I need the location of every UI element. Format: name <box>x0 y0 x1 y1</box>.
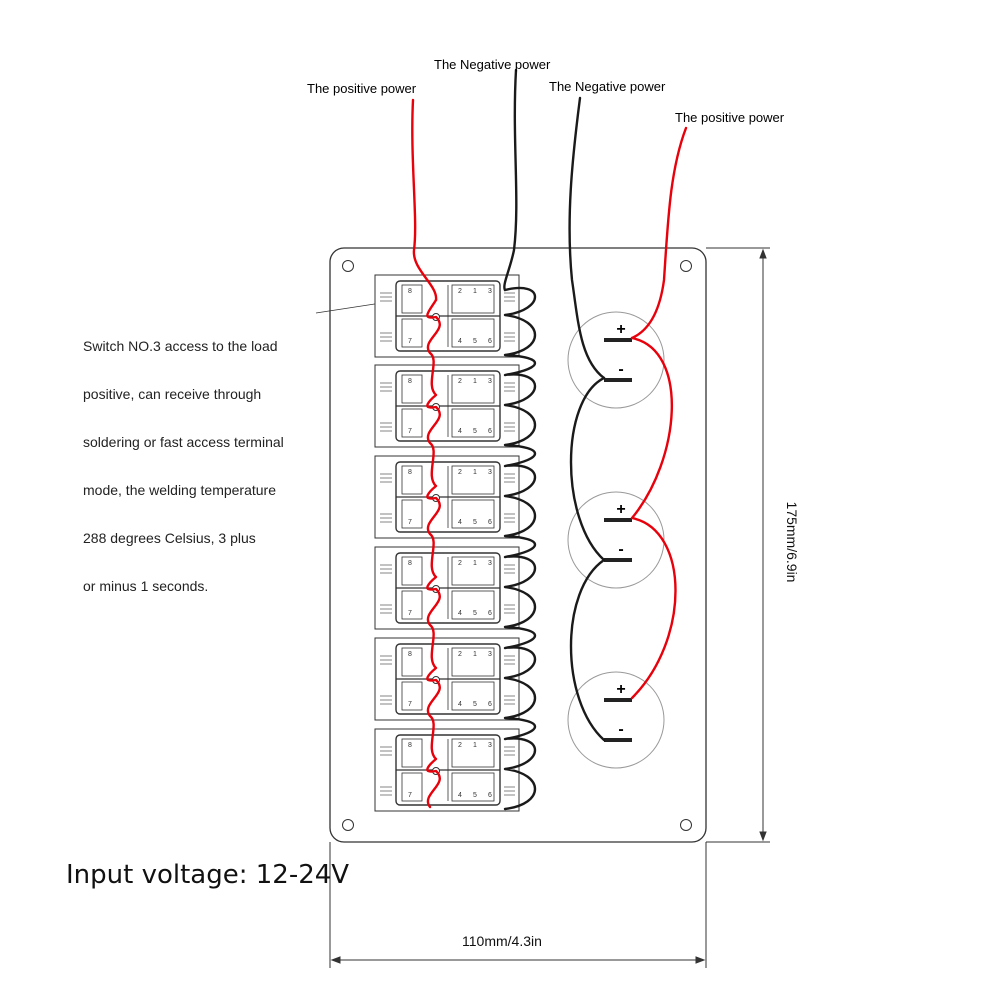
pin-label: 2 <box>458 560 462 567</box>
pin-label: 6 <box>488 338 492 345</box>
pin-label: 1 <box>473 378 477 385</box>
pin-label: 5 <box>473 338 477 345</box>
note-line: positive, can receive through <box>83 386 262 402</box>
plus-terminal-label: + <box>616 321 625 338</box>
positive-chain-switches <box>426 298 441 809</box>
pin-label: 4 <box>458 610 462 617</box>
pin-label: 2 <box>458 651 462 658</box>
minus-terminal-label: - <box>618 721 623 738</box>
pin-label: 6 <box>488 610 492 617</box>
pin-label: 7 <box>408 610 412 617</box>
plus-terminal-label: + <box>616 501 625 518</box>
label-positive-power-right: The positive power <box>675 110 785 125</box>
pin-label: 3 <box>488 469 492 476</box>
note-line: mode, the welding temperature <box>83 482 276 498</box>
pin-label: 3 <box>488 651 492 658</box>
mount-hole <box>342 260 354 272</box>
pin-label: 2 <box>458 469 462 476</box>
positive-chain-sockets <box>630 336 677 700</box>
pin-label: 7 <box>408 338 412 345</box>
pin-label: 8 <box>408 651 412 658</box>
pin-label: 8 <box>408 469 412 476</box>
pin-label: 3 <box>488 288 492 295</box>
label-negative-power-left: The Negative power <box>434 57 551 72</box>
pin-label: 3 <box>488 742 492 749</box>
pin-label: 1 <box>473 560 477 567</box>
mount-hole <box>680 819 692 831</box>
rocker-switch: 8 2 1 3 7 4 5 6 <box>374 274 520 358</box>
pin-label: 1 <box>473 742 477 749</box>
rocker-switch: 8 2 1 3 7 4 5 6 <box>374 364 520 448</box>
pin-label: 4 <box>458 701 462 708</box>
pin-label: 8 <box>408 378 412 385</box>
positive-wire-right <box>630 126 688 340</box>
pin-label: 1 <box>473 469 477 476</box>
switch-note: Switch NO.3 access to the load positive,… <box>83 306 284 610</box>
plus-terminal-label: + <box>616 681 625 698</box>
pin-label: 7 <box>408 792 412 799</box>
pin-label: 6 <box>488 792 492 799</box>
pin-label: 6 <box>488 519 492 526</box>
pin-label: 1 <box>473 288 477 295</box>
pin-label: 1 <box>473 651 477 658</box>
note-line: Switch NO.3 access to the load <box>83 338 278 354</box>
pin-label: 5 <box>473 610 477 617</box>
note-line: soldering or fast access terminal <box>83 434 284 450</box>
height-dimension-label: 175mm/6.9in <box>784 501 800 583</box>
negative-chain-switches <box>503 286 537 811</box>
pin-label: 7 <box>408 428 412 435</box>
width-dimension-label: 110mm/4.3in <box>462 933 542 949</box>
power-socket: +- <box>567 671 665 769</box>
pin-label: 5 <box>473 519 477 526</box>
rocker-switch: 8 2 1 3 7 4 5 6 <box>374 637 520 721</box>
minus-terminal-label: - <box>618 541 623 558</box>
pin-label: 5 <box>473 792 477 799</box>
pin-label: 5 <box>473 428 477 435</box>
pin-label: 4 <box>458 428 462 435</box>
label-negative-power-right: The Negative power <box>549 79 666 94</box>
input-voltage-label: Input voltage: 12-24V <box>66 860 350 890</box>
mount-hole <box>342 819 354 831</box>
positive-wire-left <box>411 98 438 302</box>
rocker-switch: 8 2 1 3 7 4 5 6 <box>374 455 520 539</box>
pin-label: 2 <box>458 288 462 295</box>
pin-label: 4 <box>458 792 462 799</box>
negative-chain-sockets <box>569 376 606 742</box>
pin-label: 2 <box>458 378 462 385</box>
pin-label: 7 <box>408 519 412 526</box>
pin-label: 6 <box>488 428 492 435</box>
label-positive-power-left: The positive power <box>307 81 417 96</box>
pin-label: 8 <box>408 560 412 567</box>
minus-terminal-label: - <box>618 361 623 378</box>
note-line: or minus 1 seconds. <box>83 578 209 594</box>
pin-label: 3 <box>488 378 492 385</box>
power-socket: +- <box>567 311 665 409</box>
dimension-lines <box>329 247 770 968</box>
rocker-switch: 8 2 1 3 7 4 5 6 <box>374 546 520 630</box>
pin-label: 3 <box>488 560 492 567</box>
note-line: 288 degrees Celsius, 3 plus <box>83 530 256 546</box>
mount-hole <box>680 260 692 272</box>
negative-wire-left <box>503 68 518 292</box>
pin-label: 6 <box>488 701 492 708</box>
pin-label: 4 <box>458 338 462 345</box>
negative-wire-right <box>568 96 606 380</box>
power-socket: +- <box>567 491 665 589</box>
pin-label: 7 <box>408 701 412 708</box>
pin-label: 2 <box>458 742 462 749</box>
pin-label: 8 <box>408 288 412 295</box>
pin-label: 4 <box>458 519 462 526</box>
pin-label: 5 <box>473 701 477 708</box>
rocker-switch: 8 2 1 3 7 4 5 6 <box>374 728 520 812</box>
pin-label: 8 <box>408 742 412 749</box>
